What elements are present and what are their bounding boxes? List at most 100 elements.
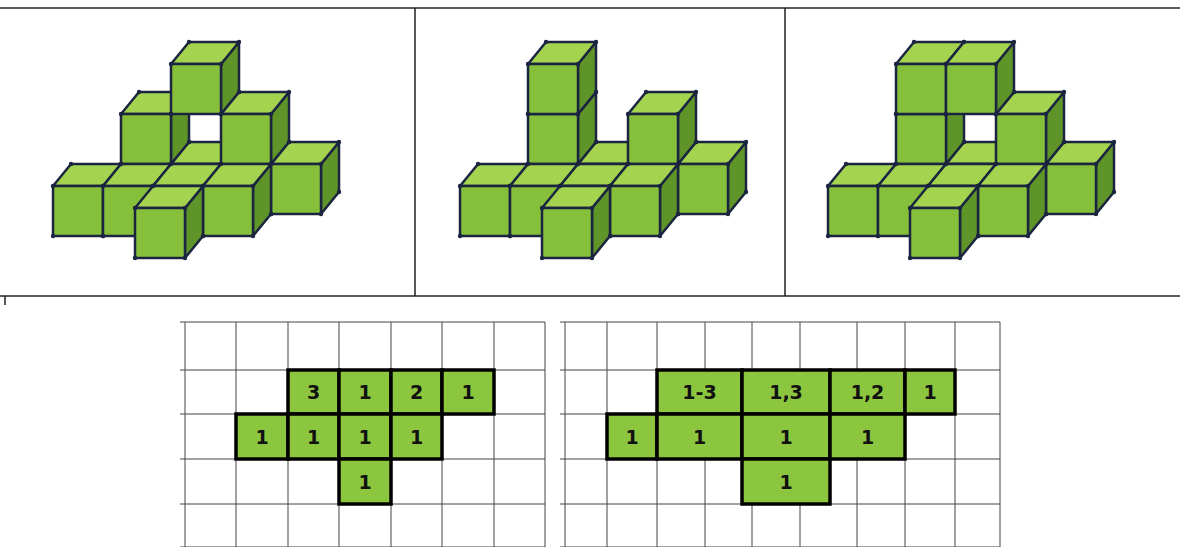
cube-vertex bbox=[676, 162, 680, 166]
cube-vertex bbox=[201, 184, 205, 188]
cube-vertex bbox=[544, 40, 548, 44]
cube-vertex bbox=[976, 234, 980, 238]
cell-number: 1,2 bbox=[830, 370, 905, 414]
cell-number: 1 bbox=[339, 414, 391, 459]
cube-vertex bbox=[119, 162, 123, 166]
cube-vertex bbox=[958, 256, 962, 260]
cube-vertex bbox=[119, 162, 123, 166]
cube-vertex bbox=[237, 40, 241, 44]
cube-face bbox=[135, 208, 185, 258]
cube-vertex bbox=[219, 112, 223, 116]
cube-vertex bbox=[287, 140, 291, 144]
grid-line bbox=[955, 322, 956, 547]
green-cell bbox=[442, 370, 494, 414]
cube-vertex bbox=[119, 162, 123, 166]
grid-paper bbox=[180, 322, 1000, 547]
cube-vertex bbox=[287, 140, 291, 144]
green-cell bbox=[236, 414, 288, 459]
cube-vertex bbox=[169, 112, 173, 116]
cube-vertex bbox=[1012, 90, 1016, 94]
cube-face bbox=[271, 164, 321, 214]
cube-vertex bbox=[540, 206, 544, 210]
cell-number: 2 bbox=[391, 370, 442, 414]
cube-vertex bbox=[201, 184, 205, 188]
grid-line bbox=[494, 322, 495, 547]
cube-vertex bbox=[944, 162, 948, 166]
cell-number: 1 bbox=[288, 414, 339, 459]
panel-frames bbox=[0, 8, 1180, 305]
green-cell bbox=[657, 370, 742, 414]
cube-vertex bbox=[962, 140, 966, 144]
green-cell bbox=[742, 370, 830, 414]
cube-face bbox=[628, 92, 696, 114]
cube-vertex bbox=[576, 162, 580, 166]
cube-vertex bbox=[526, 62, 530, 66]
cube-vertex bbox=[269, 162, 273, 166]
cube-face bbox=[910, 208, 960, 258]
cube-vertex bbox=[219, 62, 223, 66]
cube-vertex bbox=[337, 140, 341, 144]
cube-vertex bbox=[1044, 112, 1048, 116]
cube-vertex bbox=[994, 162, 998, 166]
cube-vertex bbox=[269, 212, 273, 216]
cube-vertex bbox=[508, 184, 512, 188]
cube-vertex bbox=[169, 162, 173, 166]
cube-vertex bbox=[676, 112, 680, 116]
cube-vertex bbox=[187, 140, 191, 144]
cube-face bbox=[910, 186, 978, 208]
cube-vertex bbox=[944, 162, 948, 166]
green-cell bbox=[742, 414, 830, 459]
cube-vertex bbox=[944, 112, 948, 116]
cube-face bbox=[828, 186, 878, 236]
cube-vertex bbox=[994, 62, 998, 66]
cube-vertex bbox=[944, 162, 948, 166]
cube-vertex bbox=[1044, 162, 1048, 166]
cube-face bbox=[542, 186, 610, 208]
cube-vertex bbox=[319, 162, 323, 166]
cube-vertex bbox=[183, 206, 187, 210]
cube-vertex bbox=[526, 112, 530, 116]
cell-number: 1 bbox=[391, 414, 442, 459]
cube-vertex bbox=[826, 234, 830, 238]
cube-vertex bbox=[994, 162, 998, 166]
cube-vertex bbox=[876, 184, 880, 188]
cube-vertex bbox=[69, 162, 73, 166]
cube-vertex bbox=[944, 62, 948, 66]
green-cell bbox=[339, 414, 391, 459]
cube-vertex bbox=[251, 234, 255, 238]
cube-vertex bbox=[133, 206, 137, 210]
cube-vertex bbox=[133, 256, 137, 260]
cube-vertex bbox=[287, 140, 291, 144]
green-cell bbox=[657, 414, 742, 459]
cube-vertex bbox=[526, 112, 530, 116]
cube-vertex bbox=[458, 234, 462, 238]
cube-face bbox=[528, 64, 578, 114]
grid-line bbox=[180, 322, 545, 323]
cube-vertex bbox=[558, 184, 562, 188]
cube-vertex bbox=[962, 40, 966, 44]
cube-vertex bbox=[976, 234, 980, 238]
cube-vertex bbox=[1044, 212, 1048, 216]
grid-line bbox=[1000, 322, 1001, 547]
cube-vertex bbox=[594, 40, 598, 44]
cube-face bbox=[203, 186, 253, 236]
cube-vertex bbox=[219, 162, 223, 166]
cube-face bbox=[528, 114, 578, 164]
cube-vertex bbox=[169, 112, 173, 116]
cube-vertex bbox=[994, 162, 998, 166]
cube-vertex bbox=[894, 112, 898, 116]
cube-vertex bbox=[237, 90, 241, 94]
cube-vertex bbox=[694, 140, 698, 144]
cube-vertex bbox=[1094, 212, 1098, 216]
cube-vertex bbox=[576, 112, 580, 116]
cube-vertex bbox=[201, 234, 205, 238]
cube-vertex bbox=[169, 162, 173, 166]
cube-vertex bbox=[894, 162, 898, 166]
cube-vertex bbox=[694, 90, 698, 94]
cube-vertex bbox=[676, 212, 680, 216]
cube-vertex bbox=[1026, 184, 1030, 188]
cube-vertex bbox=[101, 234, 105, 238]
cell-number: 1 bbox=[657, 414, 742, 459]
cube-vertex bbox=[269, 212, 273, 216]
cube-vertex bbox=[926, 184, 930, 188]
